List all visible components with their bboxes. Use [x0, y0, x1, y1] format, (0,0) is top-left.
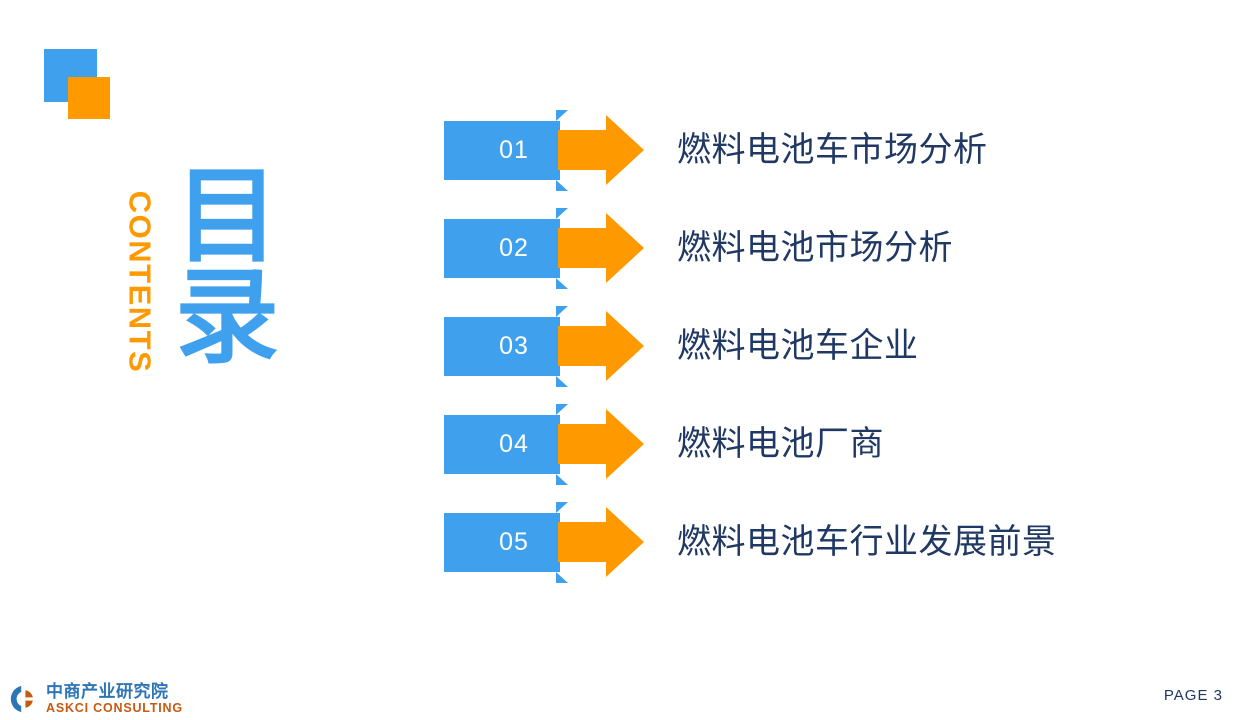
number-plate: 03 — [444, 317, 560, 376]
list-item-number: 02 — [499, 234, 529, 262]
list-item-label: 燃料电池市场分析 — [677, 228, 953, 268]
page-title: 目 录 — [175, 155, 295, 378]
page-number: PAGE 3 — [1163, 687, 1223, 704]
arrow-shaft — [558, 130, 610, 170]
arrow-shaft — [558, 522, 610, 562]
arrow-right-icon — [558, 409, 644, 479]
arrow-shaft — [558, 424, 610, 464]
orange-square-icon — [68, 77, 110, 119]
number-plate: 04 — [444, 415, 560, 474]
triangle-accent-icon — [556, 306, 568, 317]
list-item-number: 05 — [499, 528, 529, 556]
arrow-right-icon — [558, 311, 644, 381]
logo-text: 中商产业研究院 ASKCI CONSULTING — [46, 683, 183, 715]
arrow-shaft — [558, 228, 610, 268]
askci-logo-icon — [10, 685, 35, 713]
triangle-tab-icon — [556, 278, 568, 289]
triangle-tab-icon — [556, 572, 568, 583]
arrow-head — [606, 311, 644, 381]
list-item-number: 01 — [499, 136, 529, 164]
arrow-right-icon — [558, 115, 644, 185]
arrow-shaft — [558, 326, 610, 366]
logo-name-cn: 中商产业研究院 — [46, 682, 169, 702]
list-item[interactable]: 02 燃料电池市场分析 — [444, 208, 1144, 289]
arrow-head — [606, 115, 644, 185]
list-item-number: 03 — [499, 332, 529, 360]
arrow-head — [606, 409, 644, 479]
list-item[interactable]: 05 燃料电池车行业发展前景 — [444, 502, 1144, 583]
list-item[interactable]: 01 燃料电池车市场分析 — [444, 110, 1144, 191]
number-plate: 05 — [444, 513, 560, 572]
triangle-accent-icon — [556, 404, 568, 415]
number-plate: 01 — [444, 121, 560, 180]
number-plate: 02 — [444, 219, 560, 278]
list-item-label: 燃料电池车行业发展前景 — [677, 522, 1057, 562]
contents-list: 01 燃料电池车市场分析 02 燃料电池市场分析 03 — [444, 110, 1144, 583]
list-item[interactable]: 04 燃料电池厂商 — [444, 404, 1144, 485]
contents-vertical-label: CONTENTS — [122, 190, 158, 374]
heading-block: CONTENTS 目 录 — [95, 164, 305, 392]
arrow-right-icon — [558, 213, 644, 283]
triangle-tab-icon — [556, 474, 568, 485]
page-title-line-2: 录 — [175, 255, 280, 378]
arrow-head — [606, 507, 644, 577]
list-item-label: 燃料电池车市场分析 — [677, 130, 988, 170]
list-item-label: 燃料电池厂商 — [677, 424, 884, 464]
page-title-line-1: 目 — [175, 155, 280, 277]
footer-logo: 中商产业研究院 ASKCI CONSULTING — [8, 682, 183, 716]
triangle-tab-icon — [556, 376, 568, 387]
logo-name-en: ASKCI CONSULTING — [46, 701, 183, 715]
triangle-accent-icon — [556, 502, 568, 513]
triangle-accent-icon — [556, 208, 568, 219]
list-item-number: 04 — [499, 430, 529, 458]
triangle-tab-icon — [556, 180, 568, 191]
decorative-squares — [44, 49, 118, 119]
list-item[interactable]: 03 燃料电池车企业 — [444, 306, 1144, 387]
list-item-label: 燃料电池车企业 — [677, 326, 919, 366]
triangle-accent-icon — [556, 110, 568, 121]
arrow-right-icon — [558, 507, 644, 577]
arrow-head — [606, 213, 644, 283]
